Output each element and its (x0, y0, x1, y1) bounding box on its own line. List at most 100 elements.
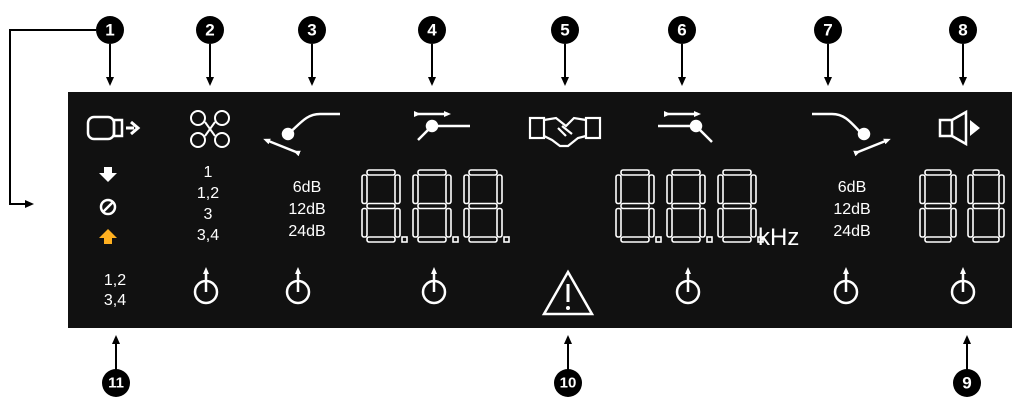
high-pass-filter-icon (263, 112, 340, 157)
callout-5: 5 (551, 16, 579, 86)
segment (648, 207, 655, 238)
segment (496, 207, 503, 238)
low-pass-filter-icon (812, 112, 891, 157)
input-source-icon (86, 115, 141, 141)
callout-11-label: 11 (108, 375, 124, 392)
segment (417, 236, 447, 243)
segment (919, 207, 926, 238)
callout-6: 6 (668, 16, 696, 86)
segment (366, 236, 396, 243)
lcd-panel (68, 92, 1012, 328)
decimal-point (757, 236, 764, 243)
rotary-knob-icon (421, 267, 447, 305)
segment (468, 236, 498, 243)
segment (967, 207, 974, 238)
segment (972, 236, 1000, 243)
segment-digit (463, 169, 510, 243)
handshake-icon (528, 116, 602, 148)
decimal-point (706, 236, 713, 243)
segment-digit (412, 169, 459, 243)
segment-digit (361, 169, 408, 243)
arrow-down-icon (99, 167, 117, 182)
segment (366, 169, 396, 176)
segment (412, 174, 419, 205)
rotary-knob-icon (193, 267, 219, 305)
seven-segment-display-output (919, 169, 1005, 243)
segment (924, 202, 952, 210)
callout-9-label: 9 (962, 374, 971, 393)
callout-3-label: 3 (307, 21, 316, 40)
arrow-up-icon (99, 229, 117, 244)
segment (950, 174, 957, 205)
segment (666, 174, 673, 205)
channel-label-4: 3,4 (197, 227, 219, 244)
segment (950, 207, 957, 238)
segment (412, 207, 419, 238)
delay-icon (414, 111, 470, 141)
rotary-knob-icon (285, 267, 311, 305)
callout-6-label: 6 (677, 21, 686, 40)
segment (648, 174, 655, 205)
slope-right-3: 24dB (833, 223, 870, 240)
segment (496, 174, 503, 205)
segment (620, 202, 650, 210)
link-label-1: 1,2 (104, 272, 126, 289)
segment-digit (967, 169, 1005, 243)
segment-digit (666, 169, 713, 243)
callout-2: 2 (196, 16, 224, 86)
rotary-knob-icon (950, 267, 976, 305)
rotary-knob-icon (675, 267, 701, 305)
parametric-eq-icon (658, 111, 713, 143)
slope-left-3: 24dB (288, 223, 325, 240)
segment (366, 202, 396, 210)
no-symbol-icon (99, 198, 117, 216)
callout-4-label: 4 (427, 21, 437, 40)
segment (998, 174, 1005, 205)
callout-4: 4 (418, 16, 446, 86)
segment (919, 174, 926, 205)
channel-label-2: 1,2 (197, 185, 219, 202)
segment (615, 174, 622, 205)
callout-1: 1 (96, 16, 124, 86)
callout-5-label: 5 (560, 21, 569, 40)
segment (750, 174, 757, 205)
segment (671, 202, 701, 210)
segment (972, 202, 1000, 210)
segment (620, 169, 650, 176)
segment (671, 169, 701, 176)
segment (394, 207, 401, 238)
callout-11: 11 (102, 335, 130, 397)
segment (722, 202, 752, 210)
segment (717, 174, 724, 205)
decimal-point (503, 236, 510, 243)
speaker-output-icon (938, 109, 980, 147)
callout-1-label: 1 (105, 21, 114, 40)
callout-3: 3 (298, 16, 326, 86)
segment (445, 174, 452, 205)
segment (699, 207, 706, 238)
segment (417, 169, 447, 176)
segment (468, 169, 498, 176)
callout-2-label: 2 (205, 21, 214, 40)
slope-left-2: 12dB (288, 201, 325, 218)
segment (722, 236, 752, 243)
callout-10-label: 10 (560, 375, 577, 392)
warning-icon (541, 269, 595, 316)
callout-10: 10 (554, 335, 582, 397)
segment (417, 202, 447, 210)
decimal-point (655, 236, 662, 243)
segment (717, 207, 724, 238)
slope-left-1: 6dB (293, 179, 321, 196)
segment (468, 202, 498, 210)
channel-label-1: 1 (204, 164, 213, 181)
segment (671, 236, 701, 243)
segment (722, 169, 752, 176)
link-label-2: 3,4 (104, 292, 126, 309)
segment (463, 207, 470, 238)
callout-1-bracket (9, 29, 96, 208)
segment (463, 174, 470, 205)
segment (972, 169, 1000, 176)
callout-7: 7 (814, 16, 842, 86)
callout-8: 8 (949, 16, 977, 86)
